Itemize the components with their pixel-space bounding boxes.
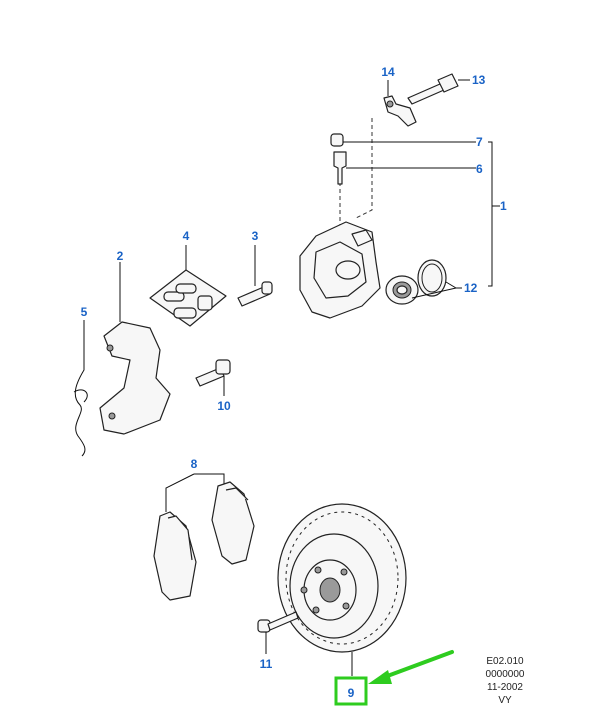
callout-1[interactable]: 1 <box>500 199 507 213</box>
assembly-guide-line <box>339 118 373 240</box>
callout-7[interactable]: 7 <box>476 135 483 149</box>
brake-pad-part-8-right <box>211 481 255 565</box>
callout-14[interactable]: 14 <box>381 65 395 79</box>
callout-13[interactable]: 13 <box>472 73 486 87</box>
callout-3[interactable]: 3 <box>252 229 259 243</box>
callout-10[interactable]: 10 <box>217 399 231 413</box>
leader-part-12 <box>411 281 462 299</box>
bolt-part-13 <box>407 73 470 105</box>
reference-date: 11-2002 <box>487 682 523 693</box>
reference-number: 0000000 <box>486 669 525 680</box>
seal-part-12 <box>417 259 447 297</box>
wire-part-5 <box>73 320 88 457</box>
callout-11[interactable]: 11 <box>260 657 273 671</box>
callout-9[interactable]: 9 <box>348 686 355 700</box>
bolt-part-10 <box>195 359 231 396</box>
pin-kit-part-4 <box>149 245 227 327</box>
piston-part-12 <box>385 275 419 305</box>
arrow-icon <box>368 650 454 684</box>
callout-12[interactable]: 12 <box>464 281 478 295</box>
callout-2[interactable]: 2 <box>117 249 124 263</box>
reference-code: E02.010 <box>486 656 524 667</box>
reference-initials: VY <box>498 695 512 706</box>
brake-pad-part-8-left <box>153 511 197 601</box>
carrier-bracket-part-2 <box>99 262 171 435</box>
guide-pin-part-3 <box>237 245 273 307</box>
callout-4[interactable]: 4 <box>183 229 190 243</box>
bleed-screw-part-6 <box>333 151 476 185</box>
callout-6[interactable]: 6 <box>476 162 483 176</box>
brake-disc-part-9 <box>277 503 407 676</box>
cap-part-7 <box>330 133 476 147</box>
highlight-box-part-9 <box>334 676 368 706</box>
screw-part-11 <box>257 611 299 654</box>
leader-part-8 <box>165 473 225 512</box>
callout-5[interactable]: 5 <box>81 305 88 319</box>
leader-part-1 <box>488 141 500 287</box>
caliper-body <box>299 221 381 319</box>
bracket-part-14 <box>383 80 417 127</box>
callout-8[interactable]: 8 <box>191 457 198 471</box>
